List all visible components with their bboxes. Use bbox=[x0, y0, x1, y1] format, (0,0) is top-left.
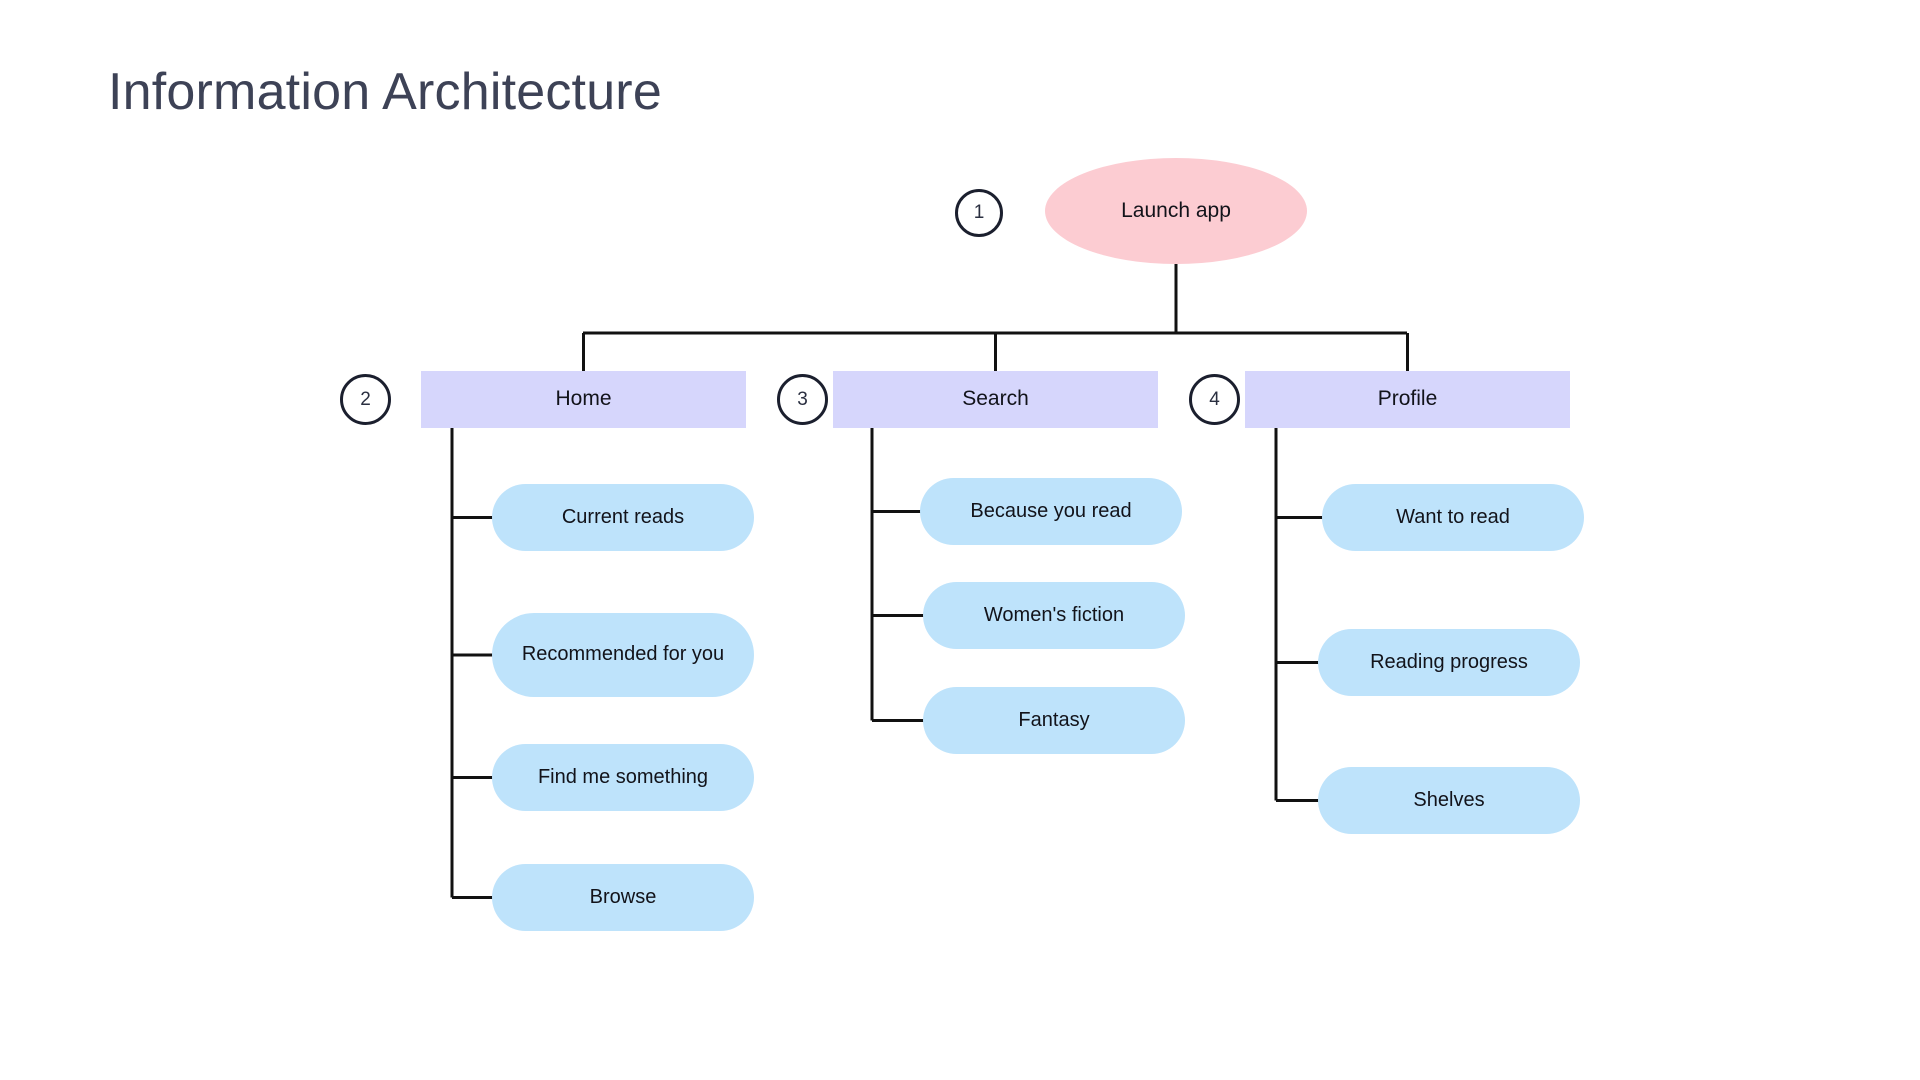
node-label: Find me something bbox=[537, 765, 709, 788]
node-section-home[interactable]: Home bbox=[421, 371, 746, 428]
badge-4: 4 bbox=[1189, 374, 1240, 425]
page-title: Information Architecture bbox=[108, 63, 662, 121]
node-label: Launch app bbox=[1121, 198, 1231, 222]
badge-number: 2 bbox=[360, 388, 371, 410]
badge-number: 4 bbox=[1209, 388, 1220, 410]
node-label: Recommended for you bbox=[521, 643, 725, 666]
node-leaf-2-0[interactable]: Want to read bbox=[1322, 484, 1584, 551]
node-label: Home bbox=[555, 387, 612, 411]
node-leaf-0-0[interactable]: Current reads bbox=[492, 484, 754, 551]
badge-number: 3 bbox=[797, 388, 808, 410]
node-leaf-1-1[interactable]: Women's fiction bbox=[923, 582, 1185, 649]
node-label: Want to read bbox=[1396, 505, 1510, 528]
node-label: Current reads bbox=[561, 505, 685, 528]
node-leaf-0-2[interactable]: Find me something bbox=[492, 744, 754, 811]
node-label: Women's fiction bbox=[983, 603, 1125, 626]
node-label: Search bbox=[962, 387, 1029, 411]
node-leaf-2-1[interactable]: Reading progress bbox=[1318, 629, 1580, 696]
node-label: Shelves bbox=[1413, 788, 1485, 811]
node-label: Browse bbox=[589, 885, 657, 908]
node-section-profile[interactable]: Profile bbox=[1245, 371, 1570, 428]
badge-3: 3 bbox=[777, 374, 828, 425]
node-label: Profile bbox=[1377, 387, 1438, 411]
badge-2: 2 bbox=[340, 374, 391, 425]
node-leaf-0-3[interactable]: Browse bbox=[492, 864, 754, 931]
node-leaf-1-2[interactable]: Fantasy bbox=[923, 687, 1185, 754]
node-leaf-2-2[interactable]: Shelves bbox=[1318, 767, 1580, 834]
node-leaf-0-1[interactable]: Recommended for you bbox=[492, 613, 754, 697]
node-label: Fantasy bbox=[1018, 708, 1090, 731]
node-section-search[interactable]: Search bbox=[833, 371, 1158, 428]
node-leaf-1-0[interactable]: Because you read bbox=[920, 478, 1182, 545]
badge-number: 1 bbox=[973, 202, 985, 223]
badge-1: 1 bbox=[955, 189, 1003, 237]
node-label: Because you read bbox=[970, 499, 1132, 522]
node-label: Reading progress bbox=[1370, 650, 1528, 673]
node-launch-app[interactable]: Launch app bbox=[1045, 158, 1307, 264]
